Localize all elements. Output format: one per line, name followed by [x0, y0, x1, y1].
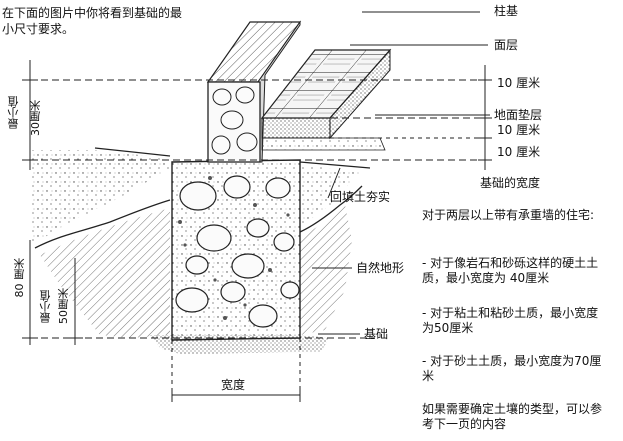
vlabel-min-30-b: 30厘米: [29, 100, 42, 136]
intro-text-line-1: 在下面的图片中你将看到基础的最: [2, 6, 183, 20]
notes-footer: 如果需要确定土壤的类型，可以参考下一页的内容: [422, 402, 603, 431]
vlabel-min-30-a: 最小值: [7, 96, 20, 129]
label-natural-ground: 自然地形: [356, 261, 405, 275]
vlabel-min-50-a: 最小值: [39, 290, 52, 323]
label-surface: 面层: [494, 38, 519, 52]
vlabel-min-50-b: 50厘米: [57, 288, 70, 324]
label-ten-cm-1: 10 厘米: [497, 76, 541, 90]
label-floor-cushion: 地面垫层: [494, 108, 543, 122]
label-foundation: 基础: [364, 327, 389, 341]
label-width: 宽度: [221, 378, 246, 392]
label-ten-cm-3: 10 厘米: [497, 145, 541, 159]
notes-heading: 对于两层以上带有承重墙的住宅:: [422, 208, 595, 222]
vlabel-eighty-cm: 80 厘米: [13, 258, 26, 298]
label-column-base: 柱基: [494, 4, 519, 18]
notes-item-1: - 对于像岩石和砂砾这样的硬土土质，最小宽度为 40厘米: [422, 256, 599, 285]
notes-item-3: - 对于砂土土质，最小宽度为70厘米: [422, 354, 602, 383]
label-backfill: 回填土夯实: [330, 190, 391, 204]
label-foundation-width: 基础的宽度: [480, 176, 541, 190]
intro-text-line-2: 小尺寸要求。: [2, 22, 75, 36]
notes-item-2: - 对于粘土和粘砂土质，最小宽度为50厘米: [422, 306, 599, 335]
label-ten-cm-2: 10 厘米: [497, 123, 541, 137]
